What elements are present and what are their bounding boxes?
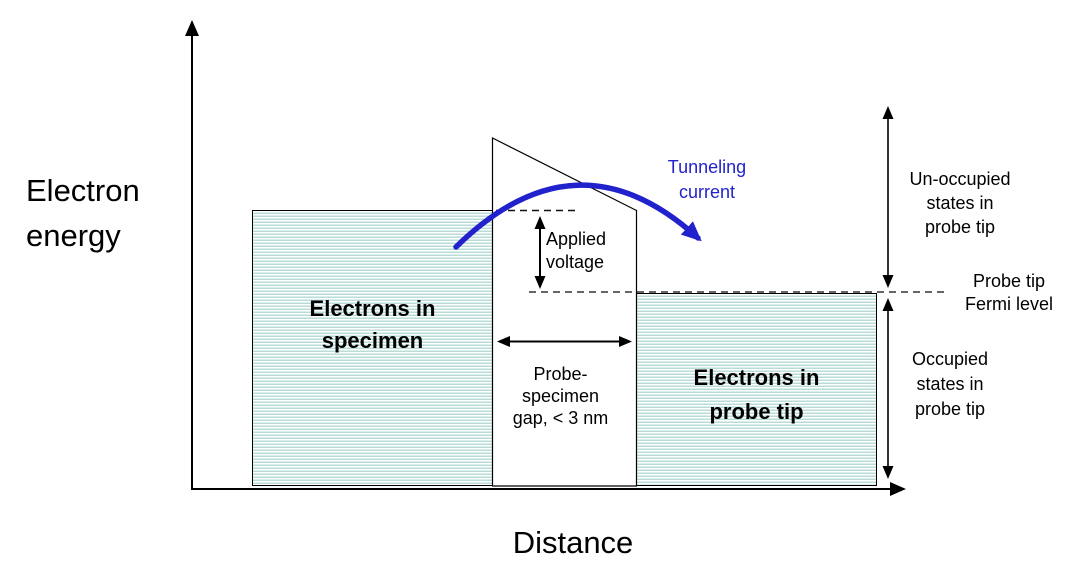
occupied-states-label: Occupied states in probe tip — [911, 349, 989, 419]
probe-fermi-level-label: Probe tip Fermi level — [964, 271, 1053, 314]
probe-tip-band-box — [636, 293, 877, 486]
y-axis-label: Electron energy — [26, 173, 140, 253]
unoccupied-states-label: Un-occupied states in probe tip — [909, 169, 1011, 237]
tunneling-current-arrow — [453, 182, 702, 250]
gap-label: Probe- specimen gap, < 3 nm — [512, 364, 609, 428]
x-axis-label: Distance — [512, 525, 634, 560]
specimen-band-box — [252, 210, 493, 486]
applied-voltage-label: Applied voltage — [546, 229, 607, 272]
probe-box-label: Electrons in probe tip — [693, 365, 820, 424]
tunneling-current-label: Tunneling current — [667, 157, 747, 202]
specimen-box-label: Electrons in specimen — [309, 296, 436, 353]
